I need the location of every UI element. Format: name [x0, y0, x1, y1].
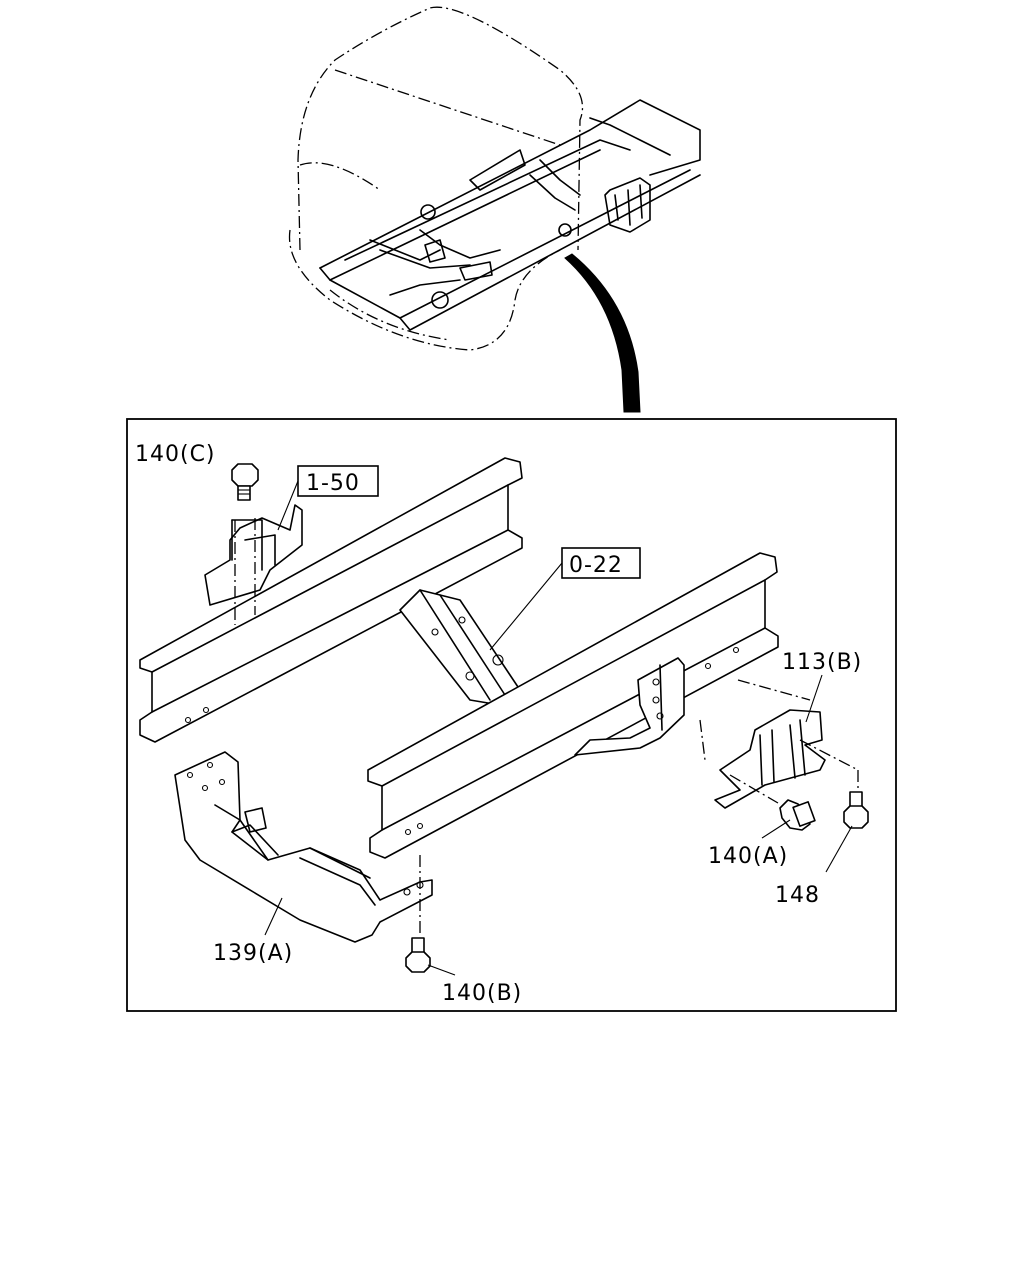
leader-lines	[264, 480, 853, 976]
bolt-140b	[405, 937, 431, 973]
label-113b: 113(B)	[782, 650, 862, 675]
upper-bracket	[204, 504, 303, 625]
cross-member	[399, 589, 521, 706]
bracket-139a	[174, 751, 433, 943]
rear-bracket	[574, 657, 685, 756]
label-148: 148	[775, 883, 820, 908]
left-frame-rail	[139, 457, 523, 743]
right-frame-rail	[367, 552, 779, 859]
truck-cab-overview	[288, 6, 701, 351]
label-140a: 140(A)	[708, 844, 788, 869]
detail-pointer-arrow	[564, 253, 641, 413]
bolt-140c	[231, 463, 259, 501]
label-140b: 140(B)	[442, 981, 522, 1006]
label-0-22: 0-22	[569, 553, 623, 578]
label-140c: 140(C)	[135, 442, 216, 467]
label-1-50: 1-50	[306, 471, 360, 496]
label-139a: 139(A)	[213, 941, 293, 966]
detail-frame	[126, 418, 897, 1012]
bolt-148	[843, 791, 869, 829]
bracket-113b	[699, 679, 859, 809]
bolt-140a	[779, 799, 816, 831]
